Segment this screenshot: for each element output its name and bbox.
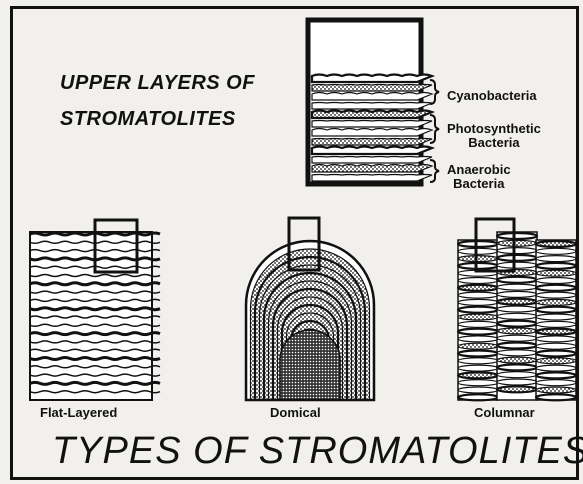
- heading-line-1: UPPER LAYERS OF: [60, 72, 255, 95]
- detail-layer-band: [312, 147, 432, 155]
- column-layer-ring: [497, 357, 537, 363]
- column-layer-ring: [497, 328, 537, 334]
- column-layer-ring: [458, 285, 498, 291]
- heading-line-2: STROMATOLITES: [60, 108, 236, 131]
- detail-layer-band: [312, 129, 432, 137]
- footer-title: TYPES OF STROMATOLITES: [52, 430, 583, 473]
- detail-layer-band: [312, 175, 432, 182]
- label-cyanobacteria: Cyanobacteria: [447, 89, 537, 103]
- column-layer-ring: [497, 299, 537, 305]
- column-layer-ring: [458, 372, 498, 378]
- column-layer-ring: [536, 241, 576, 247]
- detail-layer-band: [312, 85, 432, 92]
- type-label-columnar: Columnar: [474, 406, 535, 420]
- domical-stromatolite: [246, 218, 374, 400]
- flat-layered-stromatolite: [30, 220, 160, 400]
- type-label-domical: Domical: [270, 406, 321, 420]
- column-layer-ring: [458, 343, 498, 349]
- column-layer-ring: [497, 386, 537, 392]
- detail-layer-band: [312, 103, 432, 110]
- column-layer-ring: [497, 240, 537, 246]
- upper-layers-detail: [308, 20, 439, 184]
- column-layer-ring: [536, 387, 576, 393]
- column-layer-ring: [536, 270, 576, 276]
- brace-anaerobic: [430, 160, 439, 182]
- detail-layer-band: [312, 157, 432, 164]
- columnar-stromatolite: [458, 219, 576, 400]
- column-layer-ring: [536, 358, 576, 364]
- type-label-flat-layered: Flat-Layered: [40, 406, 117, 420]
- column-layer-ring: [458, 256, 498, 262]
- brace-cyanobacteria: [430, 80, 439, 104]
- detail-layer-band: [312, 111, 432, 119]
- label-anaerobic-bacteria: Anaerobic Bacteria: [447, 163, 511, 191]
- label-photosynthetic-bacteria: Photosynthetic Bacteria: [447, 122, 541, 150]
- column-layer-ring: [458, 314, 498, 320]
- detail-layer-band: [312, 75, 432, 83]
- detail-layer-band: [312, 165, 432, 173]
- detail-layer-band: [312, 139, 432, 146]
- column-layer-ring: [536, 299, 576, 305]
- detail-layer-band: [312, 93, 432, 101]
- column-layer-ring: [536, 329, 576, 335]
- detail-layer-band: [312, 121, 432, 128]
